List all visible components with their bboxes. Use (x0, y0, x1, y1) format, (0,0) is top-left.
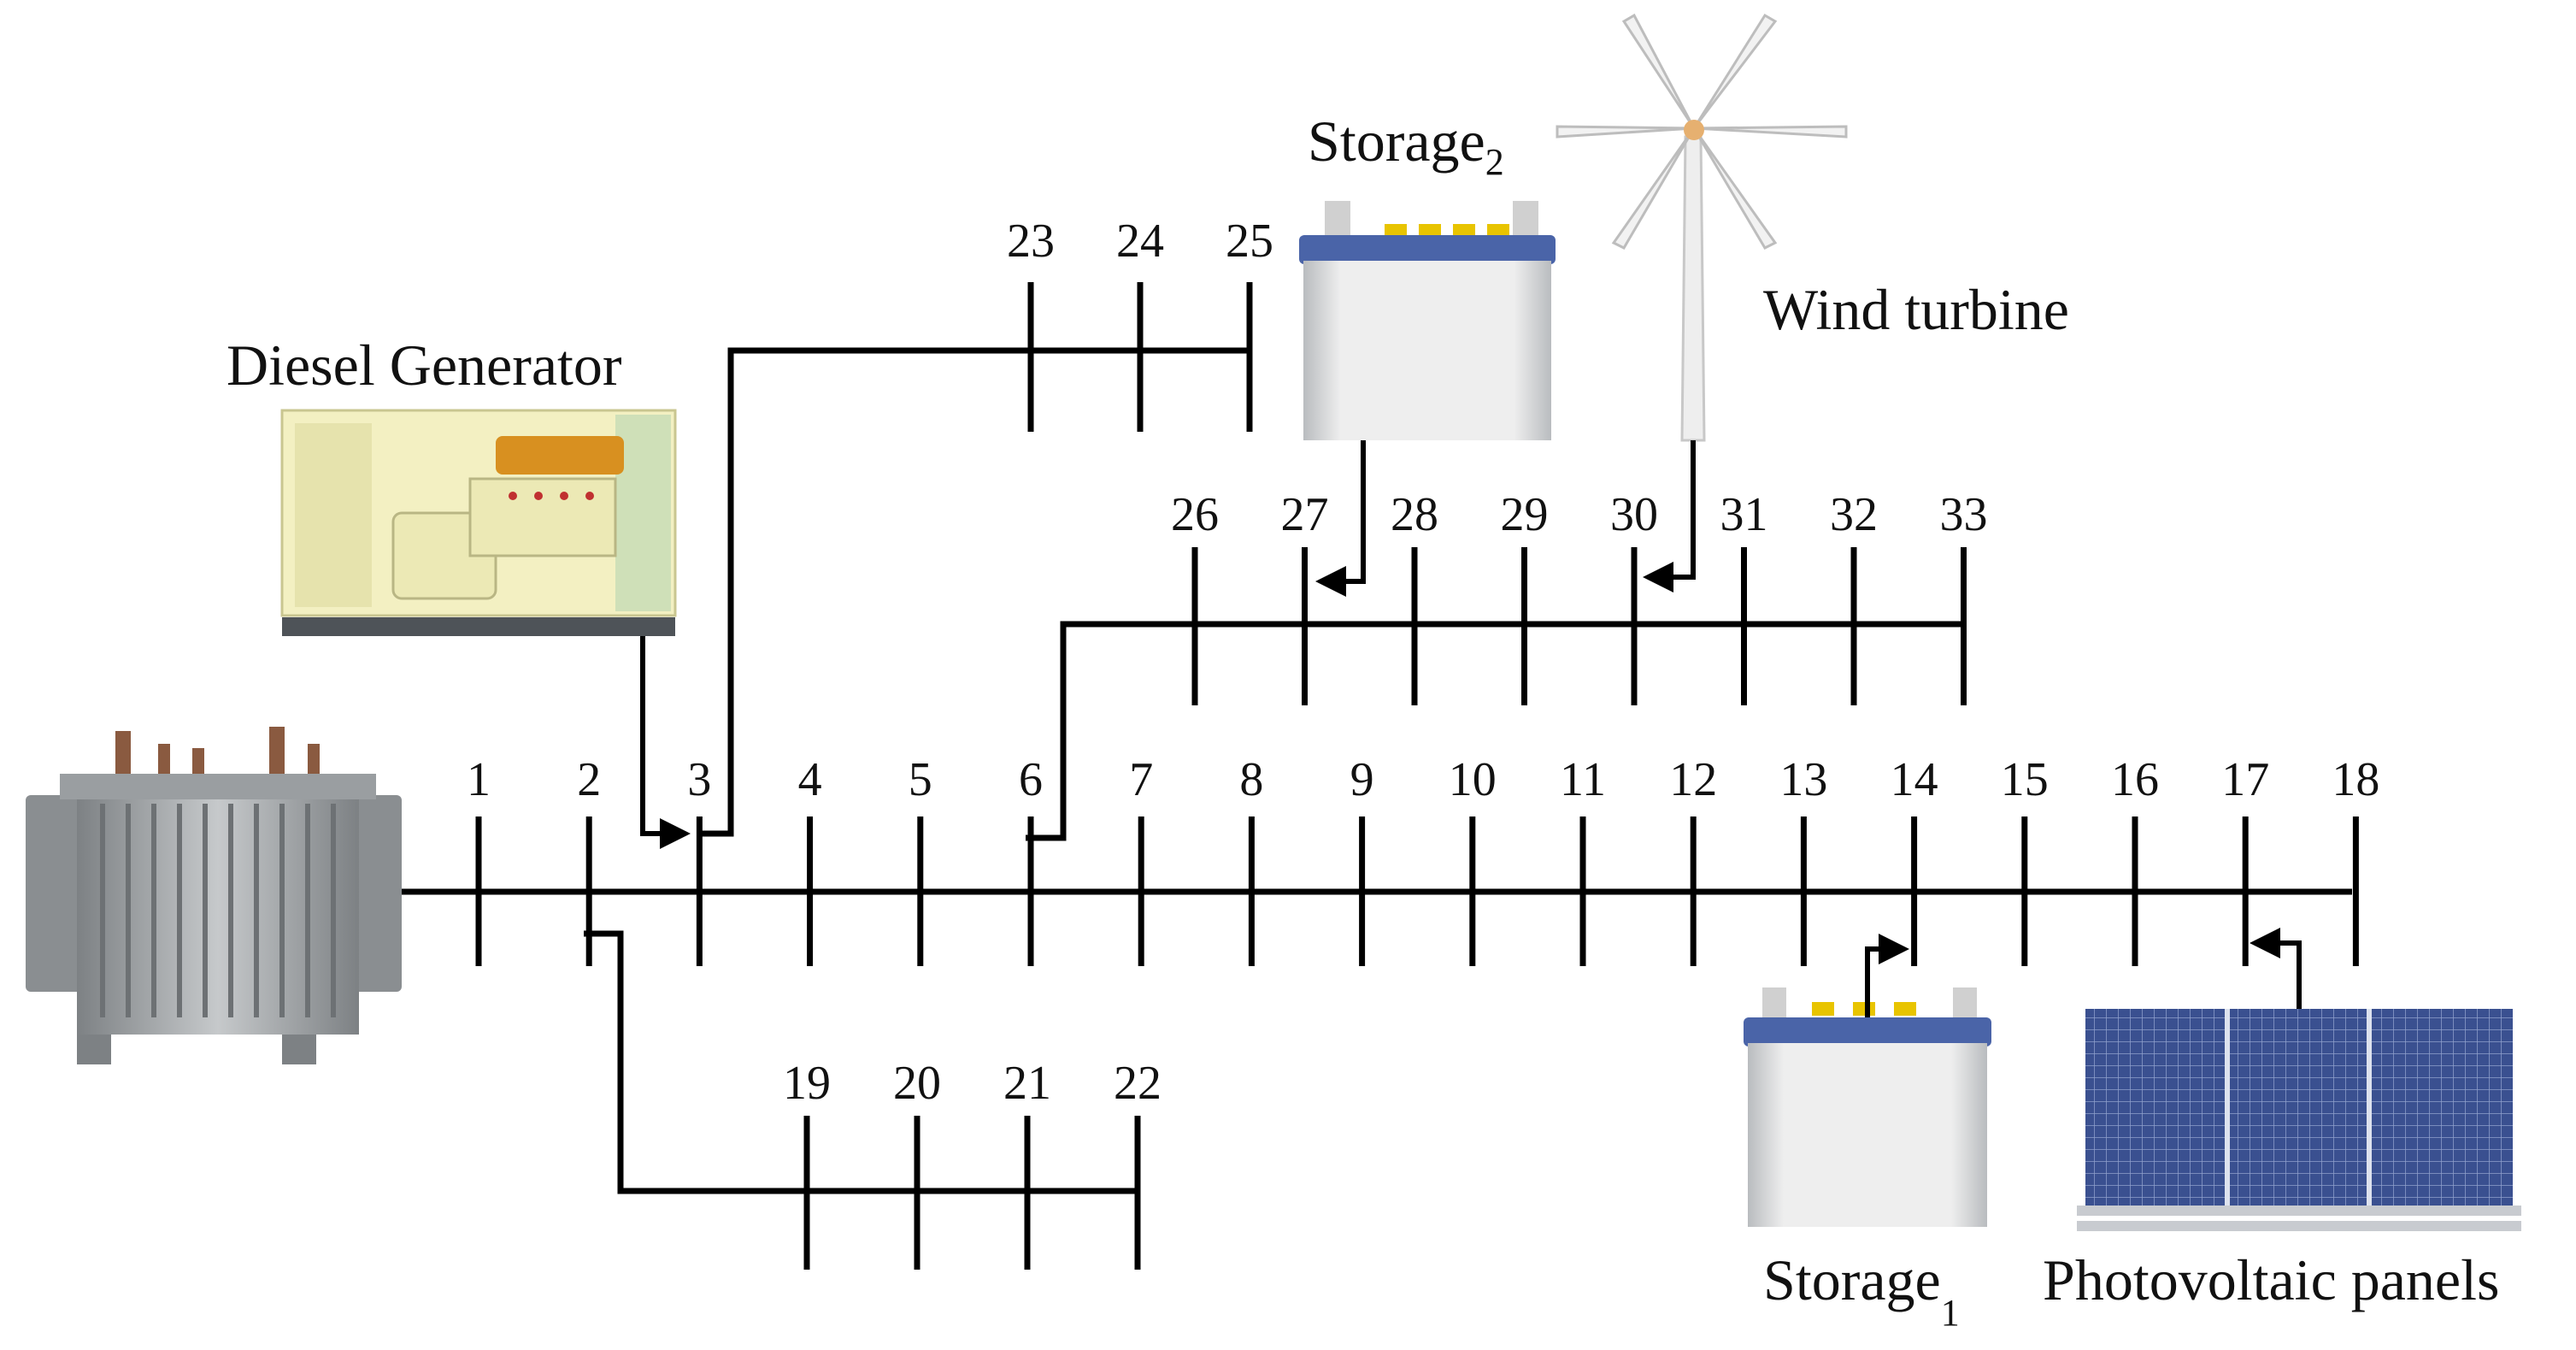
bus-13-label: 13 (1779, 753, 1827, 806)
storage1-battery-icon (1744, 987, 1991, 1227)
storage2-battery-icon (1299, 201, 1556, 440)
bus-22-label: 22 (1114, 1057, 1162, 1110)
bus-32-label: 32 (1830, 488, 1878, 541)
bus-29-label: 29 (1501, 488, 1549, 541)
bus-7-label: 7 (1129, 753, 1153, 806)
storage2-connection-arrow (1315, 440, 1366, 597)
connection-arrows (640, 440, 2302, 1017)
main-bus-ticks (475, 816, 2359, 966)
bus-28-label: 28 (1391, 488, 1438, 541)
solar-panel-icon (2077, 1009, 2521, 1231)
bus-6-label: 6 (1019, 753, 1043, 806)
bus-30-label: 30 (1610, 488, 1658, 541)
wind-turbine-label: Wind turbine (1763, 277, 2069, 342)
wind-turbine-icon (1556, 13, 1848, 442)
wind-connection-arrow (1643, 440, 1696, 592)
transformer-icon (26, 727, 402, 1064)
bus-25-label: 25 (1226, 215, 1273, 268)
diesel-generator-icon (280, 409, 677, 636)
storage1-label: Storage1 (1763, 1247, 1960, 1334)
bus-10-label: 10 (1449, 753, 1497, 806)
storage1-connection-arrow (1865, 934, 1909, 1017)
bus-18-label: 18 (2332, 753, 2379, 806)
diesel-generator-label: Diesel Generator (226, 333, 622, 398)
bus-4-label: 4 (798, 753, 822, 806)
bus-14-label: 14 (1891, 753, 1938, 806)
bus-27-label: 27 (1281, 488, 1329, 541)
bus-16-label: 16 (2111, 753, 2159, 806)
bus-20-label: 20 (893, 1057, 941, 1110)
bus-2-label: 2 (577, 753, 601, 806)
bus-24-label: 24 (1116, 215, 1164, 268)
upper-left-branch-labels: 23 24 25 (1007, 215, 1273, 268)
storage2-label: Storage2 (1308, 109, 1504, 183)
bus-8-label: 8 (1239, 753, 1263, 806)
bus-9-label: 9 (1350, 753, 1374, 806)
bus-3-label: 3 (687, 753, 711, 806)
bus-26-label: 26 (1171, 488, 1219, 541)
bus-12-label: 12 (1669, 753, 1717, 806)
upper-left-branch-ticks (1027, 282, 1253, 432)
photovoltaic-panels-label: Photovoltaic panels (2043, 1247, 2499, 1312)
bus-15-label: 15 (2001, 753, 2049, 806)
upper-right-branch-labels: 26 27 28 29 30 31 32 33 (1171, 488, 1988, 541)
bus-21-label: 21 (1003, 1057, 1051, 1110)
bus-11-label: 11 (1560, 753, 1606, 806)
bus-5-label: 5 (909, 753, 932, 806)
upper-right-branch-ticks (1191, 547, 1967, 705)
bus-19-label: 19 (783, 1057, 831, 1110)
lower-branch-ticks (803, 1116, 1141, 1270)
bus-1-label: 1 (467, 753, 491, 806)
diesel-connection-arrow (640, 636, 691, 849)
bus-17-label: 17 (2221, 753, 2269, 806)
pv-connection-arrow (2250, 928, 2302, 1009)
lower-branch-labels: 19 20 21 22 (783, 1057, 1162, 1110)
bus-23-label: 23 (1007, 215, 1055, 268)
bus-31-label: 31 (1720, 488, 1768, 541)
bus-33-label: 33 (1940, 488, 1988, 541)
